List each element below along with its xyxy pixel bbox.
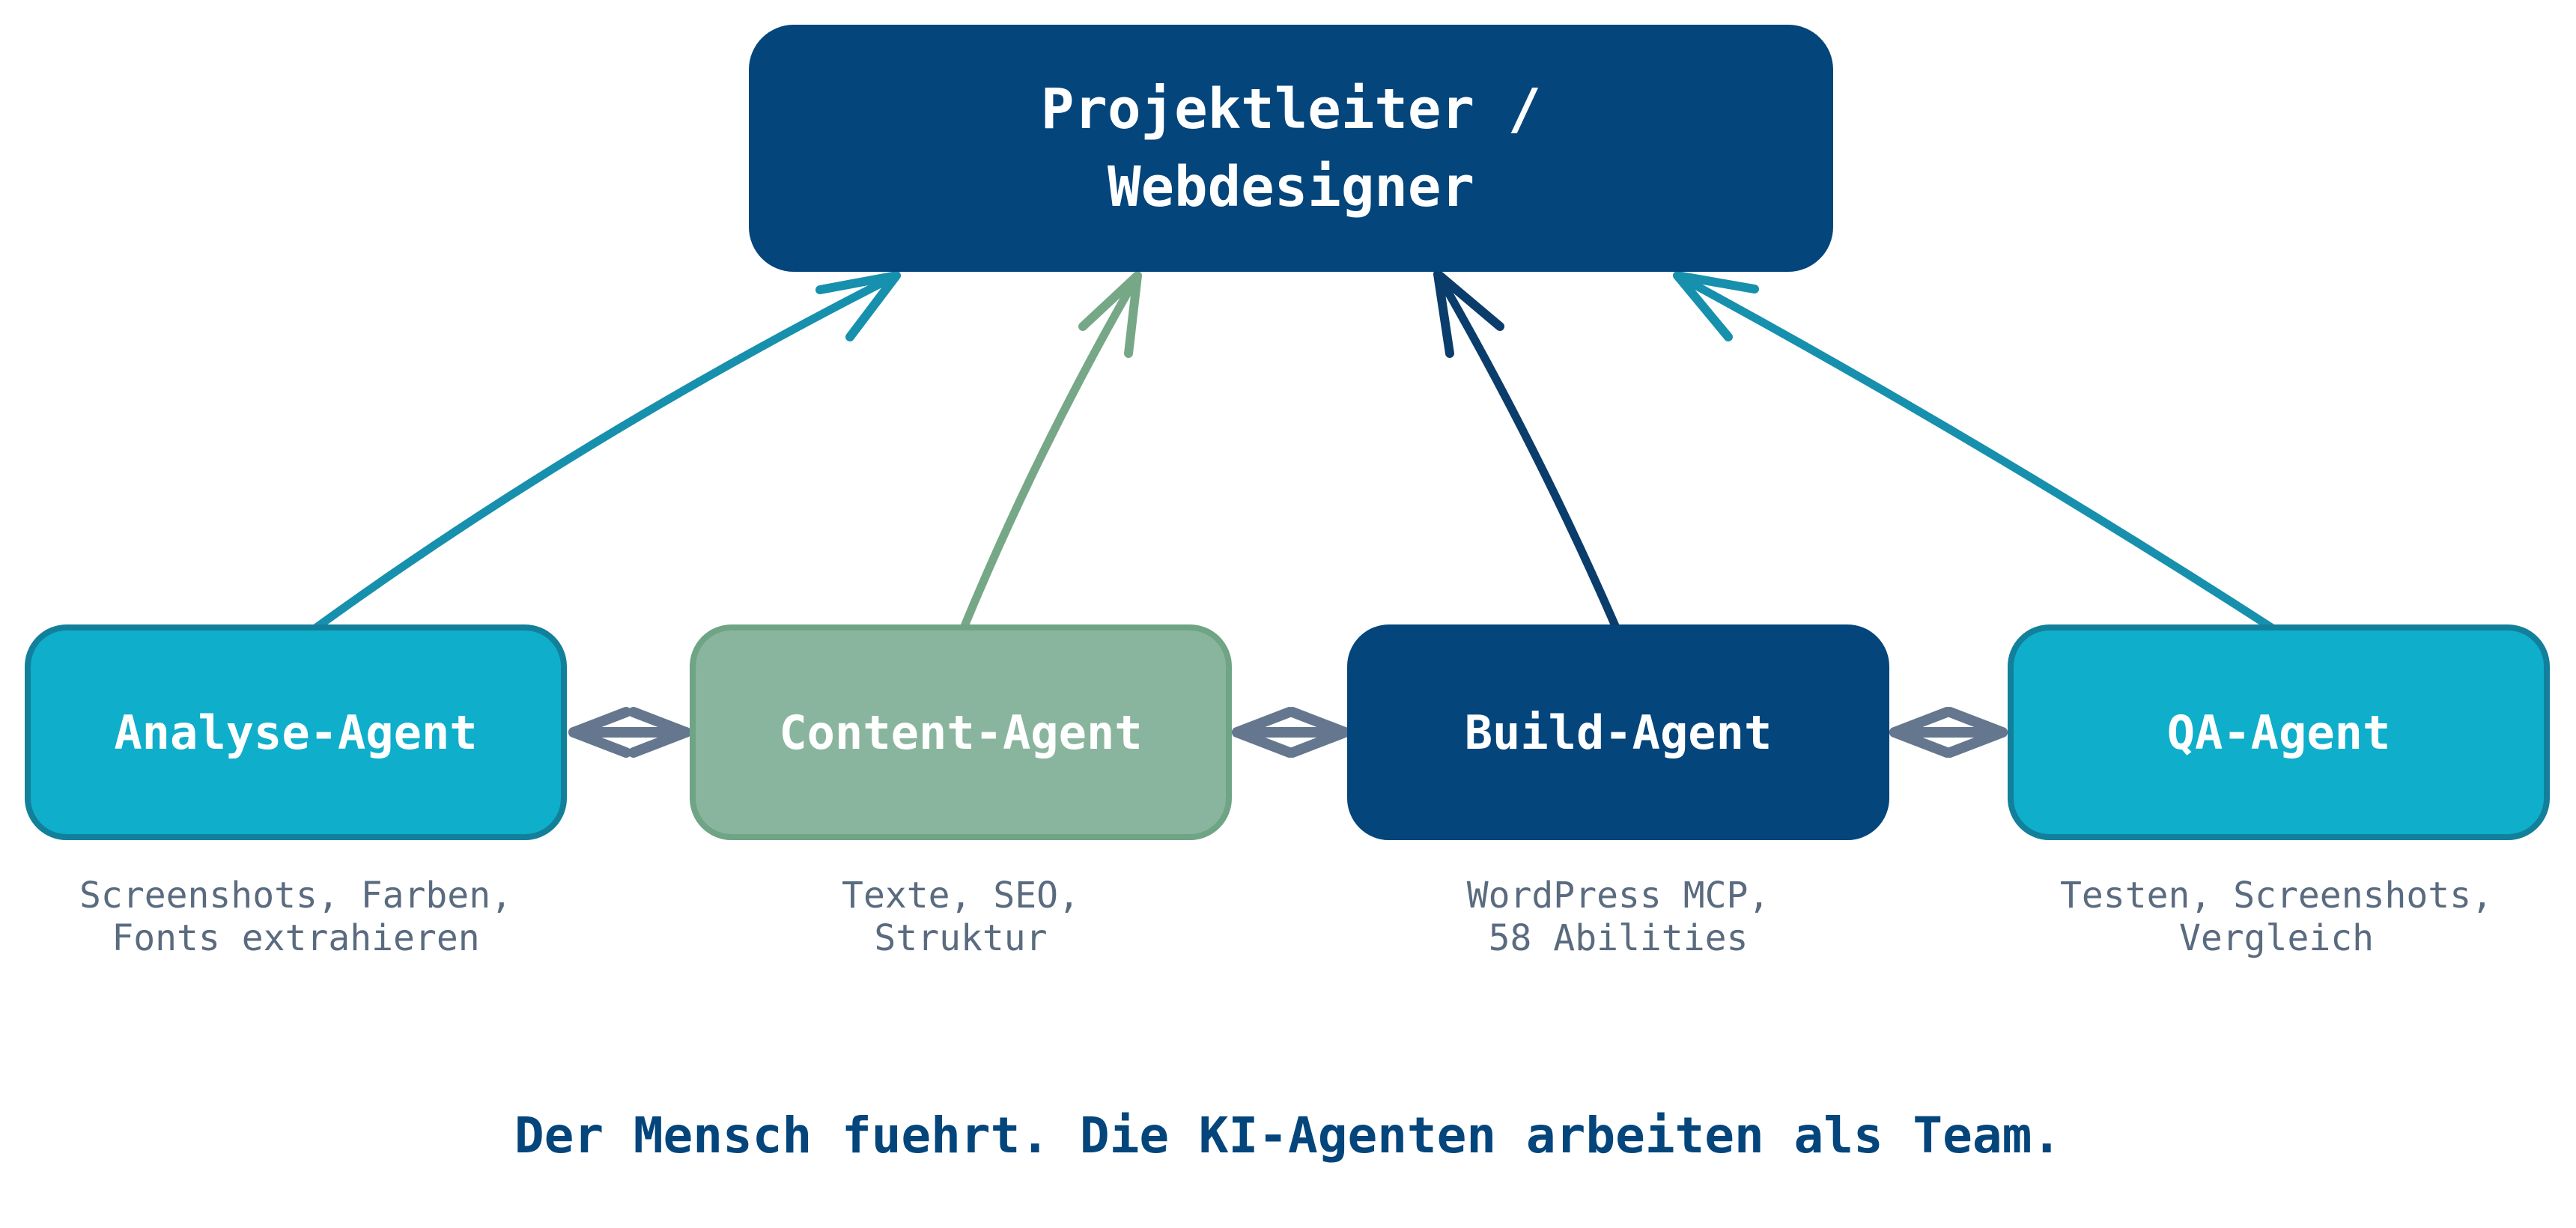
agent-node-label: Analyse-Agent (114, 705, 478, 760)
arrow-build-to-root (1433, 270, 1623, 637)
agent-subtext-line2: 58 Abilities (1488, 917, 1749, 959)
connector-analyse-content (568, 707, 691, 758)
root-node-label-line2: Webdesigner (1107, 155, 1475, 219)
agent-node-label: Content-Agent (779, 705, 1143, 760)
agent-subtext-line2: Struktur (874, 917, 1048, 959)
connector-build-qa (1889, 707, 2008, 758)
agent-node-qa: QA-Agent (2008, 624, 2550, 840)
diagram-caption: Der Mensch fuehrt. Die KI-Agenten arbeit… (514, 1107, 2062, 1164)
connector-content-build (1232, 707, 1350, 758)
agent-node-build: Build-Agent (1347, 624, 1889, 840)
agent-node-label: QA-Agent (2166, 705, 2391, 760)
root-node-label-line1: Projektleiter / (1040, 77, 1542, 142)
agent-subtext-line1: Texte, SEO, (842, 875, 1080, 917)
agent-subtext-line1: WordPress MCP, (1466, 875, 1770, 917)
agent-subtext-line1: Screenshots, Farben, (79, 875, 512, 917)
agent-node-label: Build-Agent (1464, 705, 1772, 760)
agent-node-content: Content-Agent (690, 624, 1232, 840)
agent-subtext-line2: Fonts extrahieren (112, 917, 480, 959)
agent-subtext-build: WordPress MCP, 58 Abilities (1281, 875, 1955, 960)
root-node-projektleiter: Projektleiter / Webdesigner (749, 25, 1833, 272)
arrow-analyse-to-root (291, 271, 901, 647)
agent-subtext-qa: Testen, Screenshots, Vergleich (1939, 875, 2576, 960)
agent-subtext-analyse: Screenshots, Farben, Fonts extrahieren (0, 875, 633, 960)
arrow-qa-to-root (1673, 271, 2284, 637)
arrow-content-to-root (956, 271, 1142, 639)
agent-subtext-content: Texte, SEO, Struktur (624, 875, 1298, 960)
agent-node-analyse: Analyse-Agent (25, 624, 567, 840)
agent-subtext-line2: Vergleich (2178, 917, 2375, 959)
agent-subtext-line1: Testen, Screenshots, (2060, 875, 2493, 917)
